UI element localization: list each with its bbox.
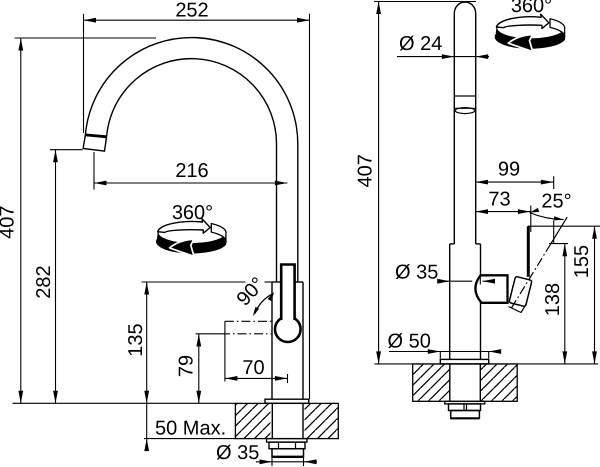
svg-text:360°: 360°: [511, 0, 552, 17]
svg-text:Ø 50: Ø 50: [388, 331, 431, 353]
svg-text:50 Max.: 50 Max.: [155, 418, 226, 440]
svg-text:407: 407: [355, 154, 377, 187]
svg-text:135: 135: [125, 323, 147, 356]
svg-text:155: 155: [571, 245, 593, 278]
svg-text:Ø 35: Ø 35: [395, 262, 438, 284]
svg-text:25°: 25°: [541, 191, 571, 213]
svg-text:Ø 24: Ø 24: [399, 33, 442, 55]
svg-text:138: 138: [542, 283, 564, 316]
svg-text:407: 407: [0, 206, 19, 239]
svg-text:99: 99: [498, 159, 520, 181]
svg-text:Ø 35: Ø 35: [216, 442, 259, 464]
svg-text:216: 216: [175, 160, 208, 182]
svg-text:282: 282: [33, 265, 55, 298]
svg-text:252: 252: [175, 0, 208, 22]
svg-text:70: 70: [242, 357, 264, 379]
svg-text:360°: 360°: [172, 202, 213, 224]
svg-text:73: 73: [488, 189, 510, 211]
svg-text:79: 79: [176, 355, 198, 377]
